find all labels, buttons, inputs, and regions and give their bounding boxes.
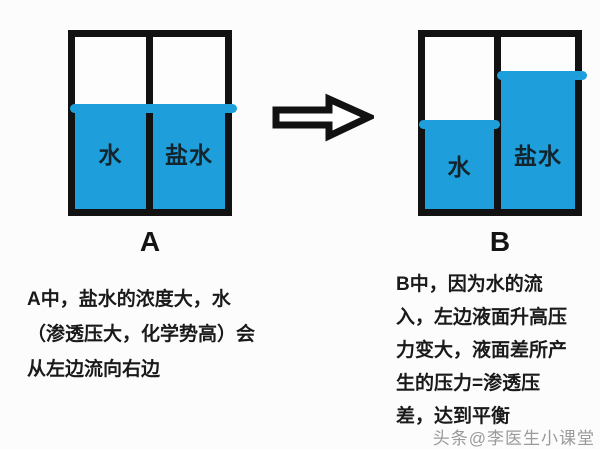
tank-b-water-right [501, 75, 575, 209]
watermark-text: 头条@李医生小课堂 [432, 429, 595, 448]
tank-b-letter: B [489, 226, 511, 257]
tank-b-water-surface-left [419, 120, 500, 129]
tank-a-water-left [75, 108, 146, 209]
tank-a-left-label: 水 [98, 142, 123, 168]
tank-a-water-right [153, 108, 225, 209]
tank-b-water-left [425, 124, 494, 209]
tank-b-left-label: 水 [447, 154, 472, 180]
tank-a-letter: A [139, 226, 161, 257]
tank-a-right-label: 盐水 [165, 142, 213, 168]
tank-a-caption: A中，盐水的浓度大，水 （渗透压大，化学势高）会 从左边流向右边 [27, 289, 256, 380]
block-arrow-right-icon [272, 93, 378, 143]
tank-a-membrane-divider [146, 37, 153, 209]
tank-a-water-surface [70, 104, 237, 113]
tank-b-water-surface-right [497, 71, 587, 80]
tank-b-caption: B中，因为水的流 入，左边液面升高压 力变大，液面差所产 生的压力=渗透压 差，… [396, 274, 568, 427]
tank-b-right-label: 盐水 [514, 143, 562, 169]
